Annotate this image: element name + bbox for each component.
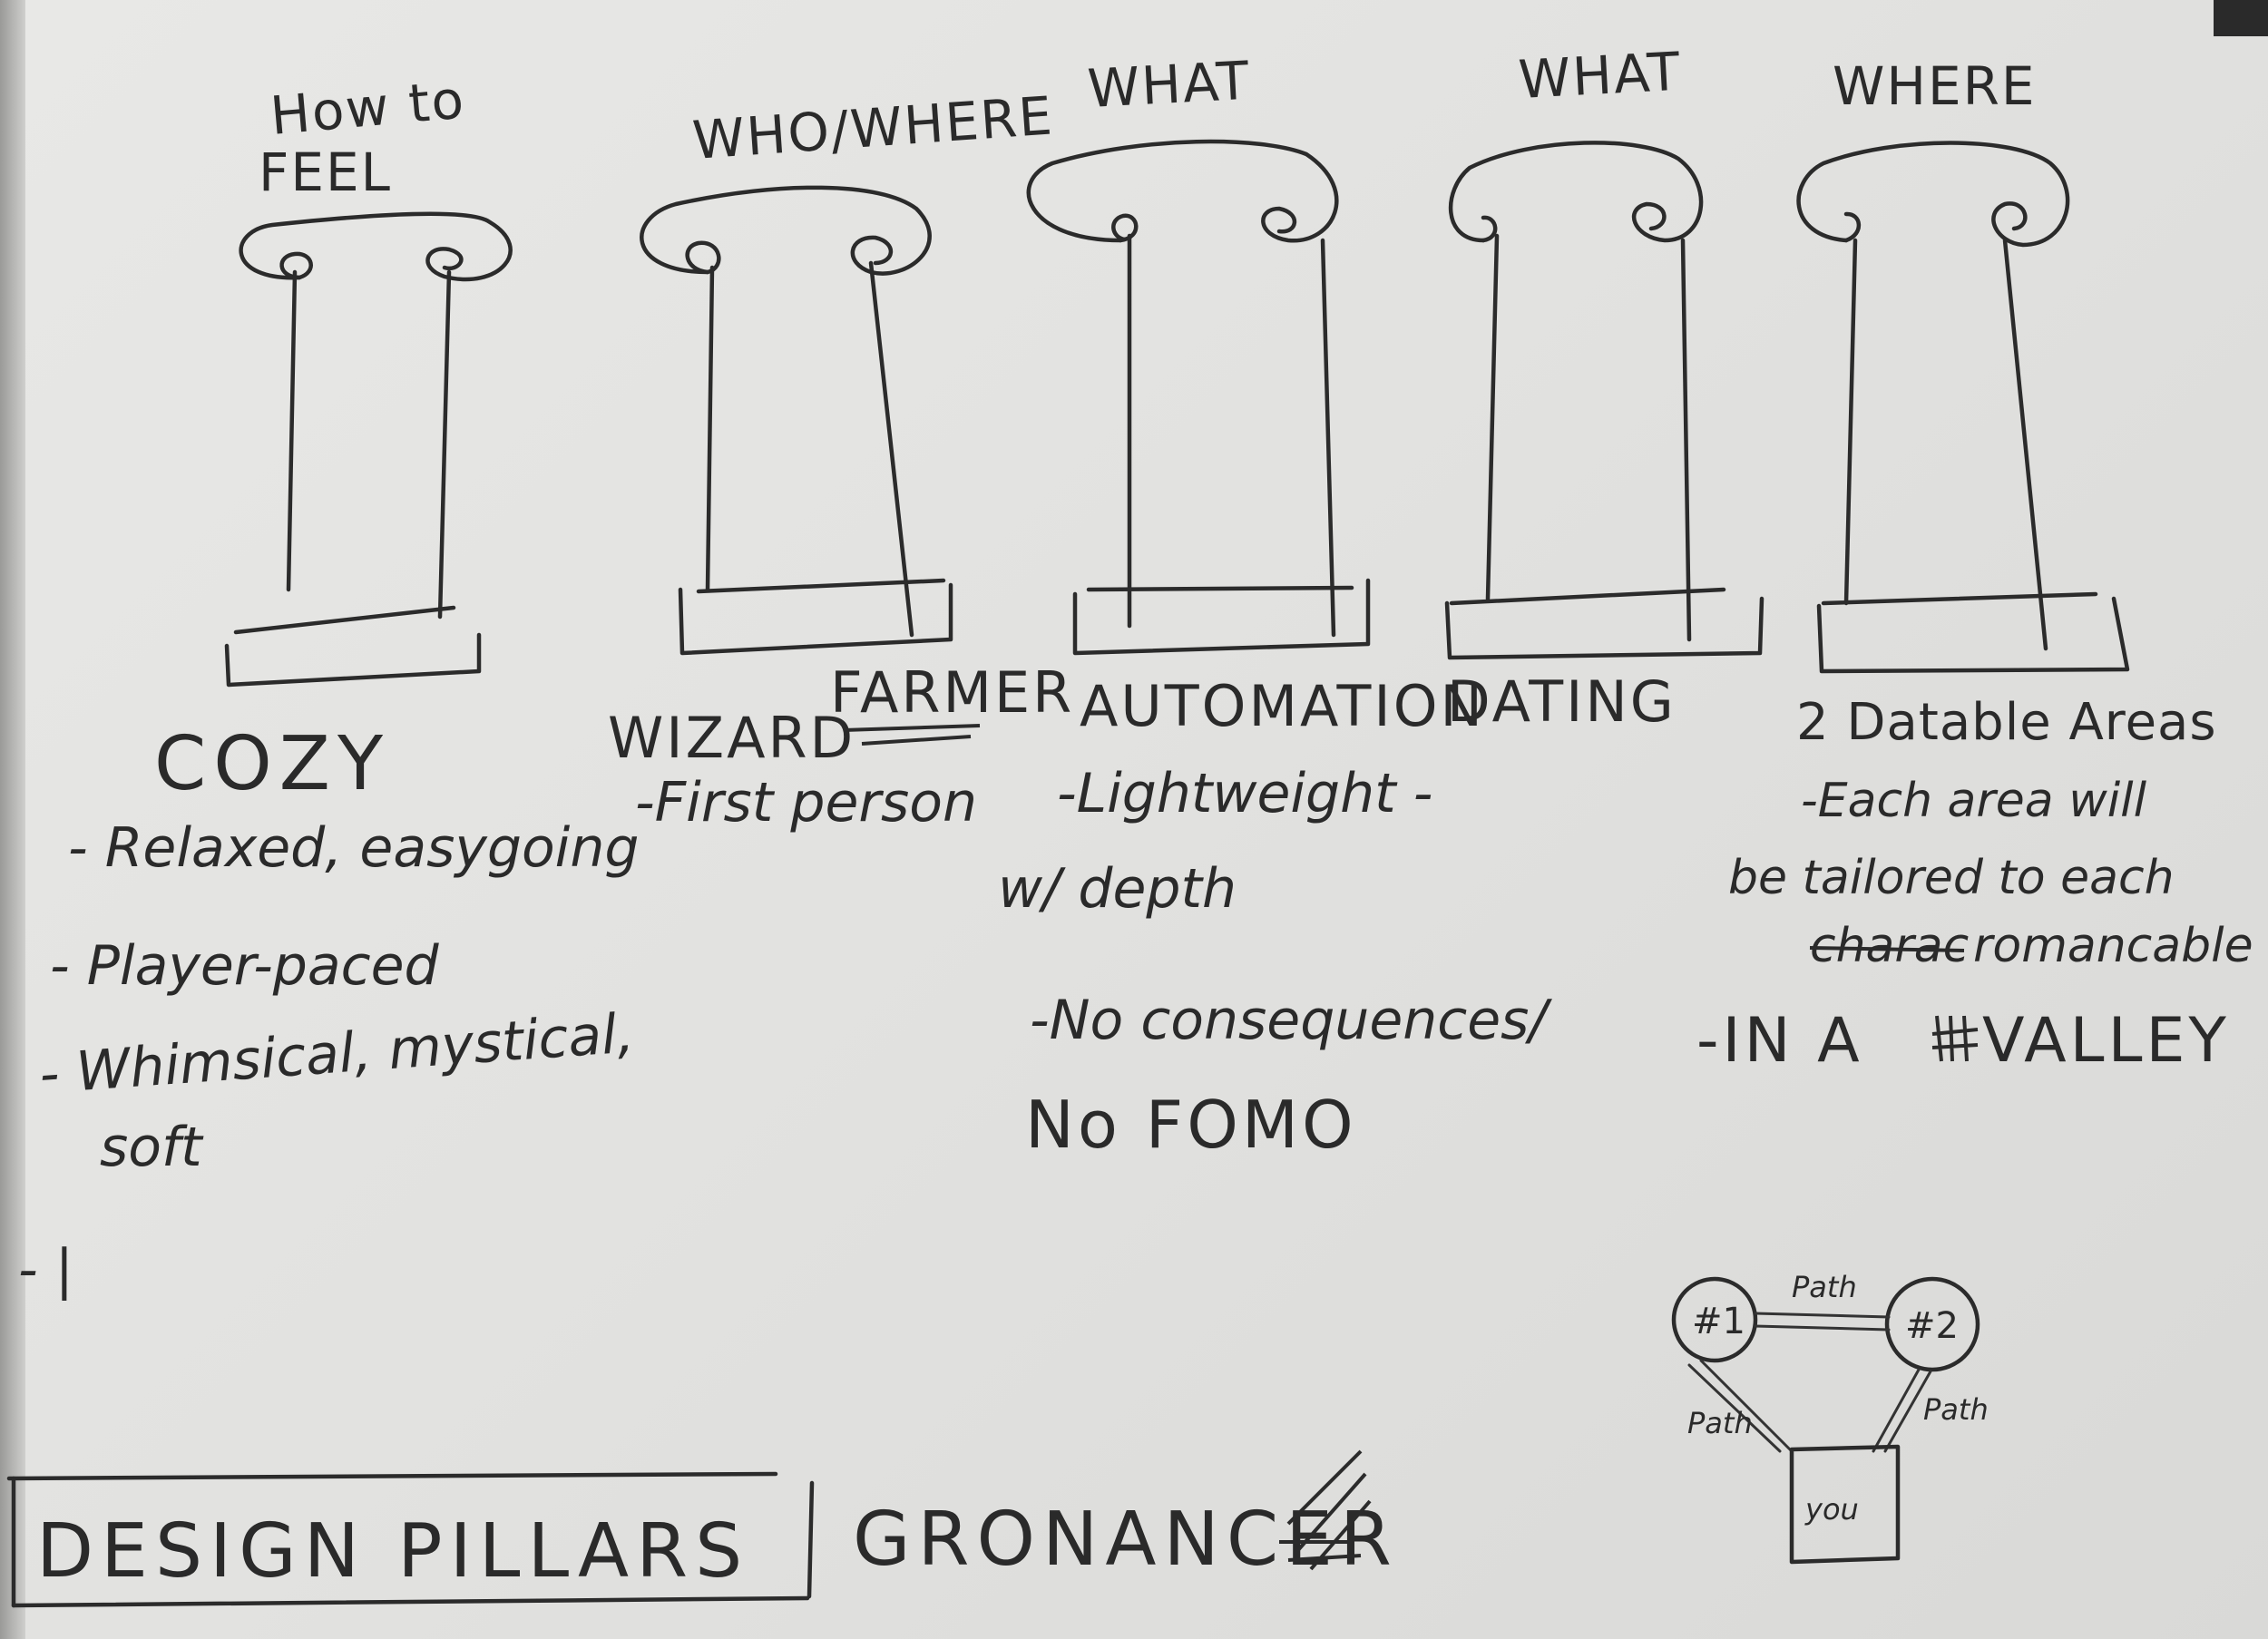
pillar-3-note-1: -Lightweight - (1057, 762, 1432, 825)
pillar-2-note-1: -First person (635, 771, 977, 834)
path-1-2 (1755, 1313, 1889, 1330)
pillar-1-note-1: - Relaxed, easygoing (68, 816, 639, 880)
pillar-5-note-4: romancable (1973, 919, 2253, 973)
pillar-3-title: AUTOMATION (1080, 673, 1485, 739)
pillar-3-column-icon (1029, 141, 1368, 653)
pillar-5-heading: WHERE (1833, 55, 2037, 117)
pillar-5-note-5: -IN A (1696, 1005, 1863, 1077)
pillar-4-column-icon (1447, 142, 1762, 658)
pillar-2-heading: WHO/WHERE (690, 84, 1055, 171)
footer-top-line (9, 1474, 776, 1478)
pillar-5-note-3-struck: charac (1810, 919, 1969, 973)
pillar-1: How to FEEL COZY - Relaxed, easygoing - … (18, 68, 639, 1302)
pillar-5-note-2: be tailored to each (1728, 851, 2175, 905)
footer: DESIGN PILLARS GRONANCER (9, 1451, 1399, 1605)
pillar-1-title: COZY (154, 721, 390, 807)
pillar-2-title-wizard: WIZARD (608, 705, 855, 771)
you-label: you (1804, 1492, 1859, 1527)
path-right-label: Path (1923, 1392, 1989, 1427)
pillar-3-note-2: w/ depth (998, 857, 1237, 921)
pillar-4: WHAT DATING (1447, 41, 1762, 735)
design-pillars-label: DESIGN PILLARS (36, 1508, 749, 1595)
pillar-1-note-4: soft (100, 1116, 204, 1179)
pillar-3-note-4: No FOMO (1025, 1087, 1357, 1163)
path-2-you (1873, 1370, 1931, 1451)
pillar-3: WHAT AUTOMATION -Lightweight - w/ depth … (998, 50, 1552, 1163)
pillar-1-heading-line1: How to (268, 68, 467, 146)
pillar-2-column-icon (641, 188, 951, 653)
path-top-label: Path (1792, 1270, 1857, 1304)
pillar-1-note-5: - | (18, 1238, 73, 1302)
farmer-underline (844, 726, 980, 744)
pillar-4-heading: WHAT (1517, 41, 1683, 111)
pillar-4-title: DATING (1447, 668, 1677, 735)
area-1-label: #1 (1692, 1301, 1745, 1342)
footer-divider (809, 1483, 812, 1596)
pillar-5: WHERE 2 Datable Areas -Each area will be… (1696, 55, 2253, 1077)
pillar-3-note-3: -No consequences/ (1030, 989, 1552, 1052)
pillar-1-heading-line2: FEEL (259, 141, 392, 203)
pillar-5-column-icon (1799, 143, 2127, 672)
path-left-label: Path (1687, 1406, 1753, 1440)
pillar-1-column-icon (227, 214, 511, 685)
area-2-label: #2 (1905, 1305, 1959, 1347)
pillar-5-note-1: -Each area will (1801, 774, 2147, 828)
pillar-1-note-3: - Whimsical, mystical, (37, 1001, 636, 1107)
area-map: #1 #2 Path Path Path you (1674, 1270, 1989, 1562)
scribble-mark (1932, 1016, 1978, 1061)
game-name: GRONANCER (853, 1497, 1399, 1583)
pillar-3-heading: WHAT (1086, 50, 1252, 120)
pillar-5-note-6: VALLEY (1982, 1005, 2230, 1077)
pillar-2-title-farmer: FARMER (830, 659, 1074, 726)
pillar-5-title: 2 Datable Areas (1796, 693, 2217, 752)
footer-bottom-line (14, 1598, 807, 1605)
pillar-2: WHO/WHERE WIZARD FARMER -First person (608, 84, 1074, 834)
pillar-1-note-2: - Player-paced (50, 934, 440, 998)
